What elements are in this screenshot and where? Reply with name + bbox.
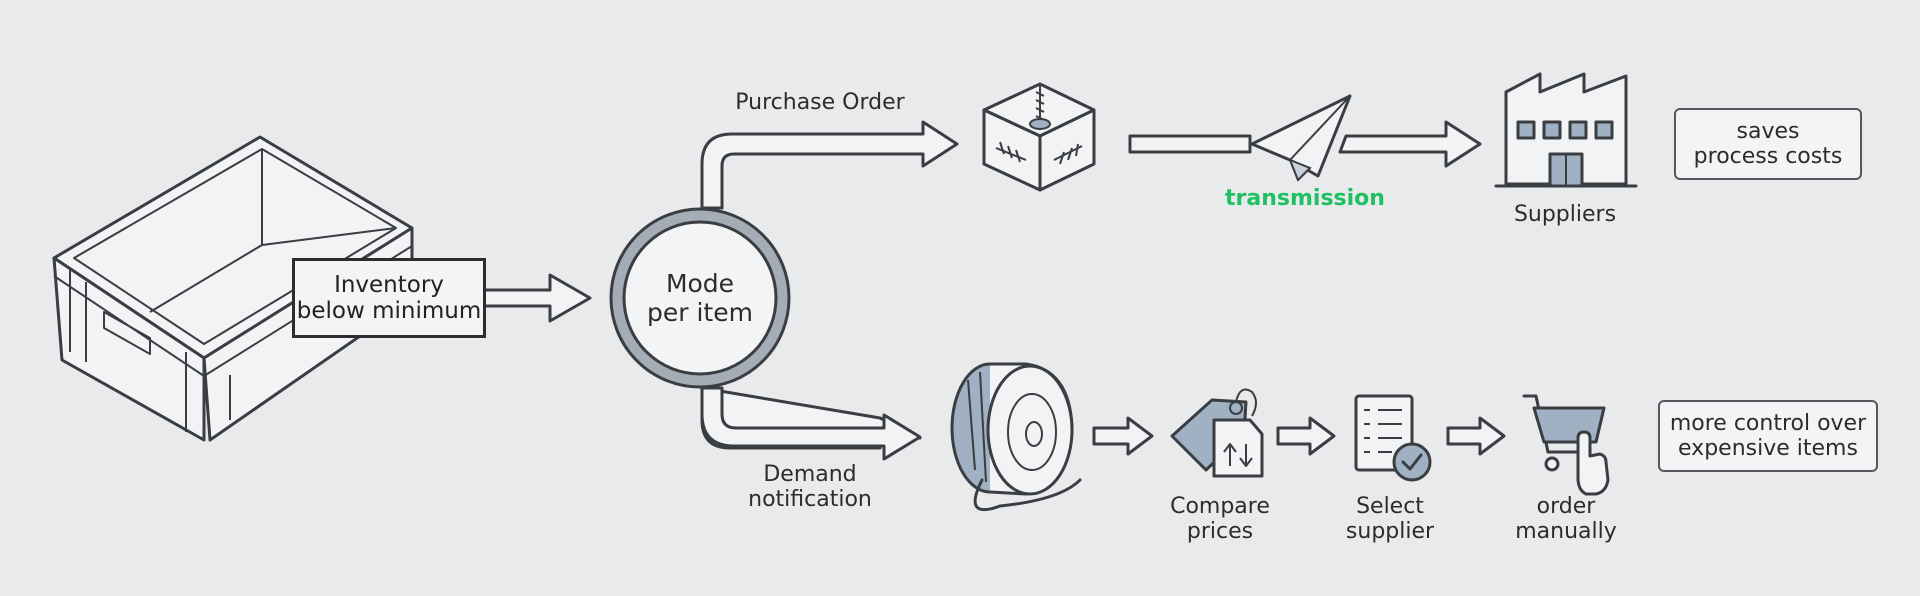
transmission-line [1128,134,1252,154]
arrow-to-order [1446,416,1506,456]
suppliers-label: Suppliers [1513,202,1617,227]
select-label-line1: Select [1356,494,1424,519]
mode-circle [609,207,791,389]
inventory-label-line2: below minimum [296,298,482,324]
arrow-to-select [1276,416,1336,456]
inventory-below-minimum-box: Inventory below minimum [292,258,486,338]
screw-box-icon [982,82,1096,192]
order-label-line1: order [1536,494,1596,519]
arrow-to-compare [1092,416,1154,456]
paper-plane-icon [1250,94,1352,182]
select-label-line2: supplier [1345,519,1435,545]
arrow-to-purchase-order [700,120,959,210]
compare-prices-label: Compare prices [1150,494,1290,545]
mode-label-line1: Mode [665,269,735,298]
mode-per-item-label: Mode per item [620,269,780,328]
checklist-icon [1354,394,1432,482]
price-tags-icon [1170,388,1264,478]
demand-label-line2: notification [748,487,872,513]
shopping-cart-icon [1522,394,1610,496]
inventory-label-line1: Inventory [334,271,444,298]
demand-label-line1: Demand [763,462,857,487]
arrow-to-suppliers [1338,120,1482,168]
transmission-label: transmission [1225,186,1385,211]
select-supplier-label: Select supplier [1320,494,1460,545]
factory-icon [1494,72,1638,188]
arrow-inventory-to-mode [482,273,592,323]
purchase-order-label: Purchase Order [735,90,905,115]
saves-process-costs-box: saves process costs [1674,108,1862,180]
saves-label-line2: process costs [1693,144,1843,169]
order-manually-label: order manually [1496,494,1636,545]
compare-label-line1: Compare [1170,494,1270,519]
demand-notification-label: Demand notification [720,462,900,513]
mode-label-line2: per item [647,297,753,327]
more-control-box: more control over expensive items [1658,400,1878,472]
control-label-line2: expensive items [1678,436,1858,461]
compare-label-line2: prices [1186,519,1254,545]
saves-label-line1: saves [1736,118,1800,144]
order-label-line2: manually [1515,519,1617,545]
control-label-line1: more control over [1669,410,1867,436]
cable-reel-icon [950,362,1082,512]
